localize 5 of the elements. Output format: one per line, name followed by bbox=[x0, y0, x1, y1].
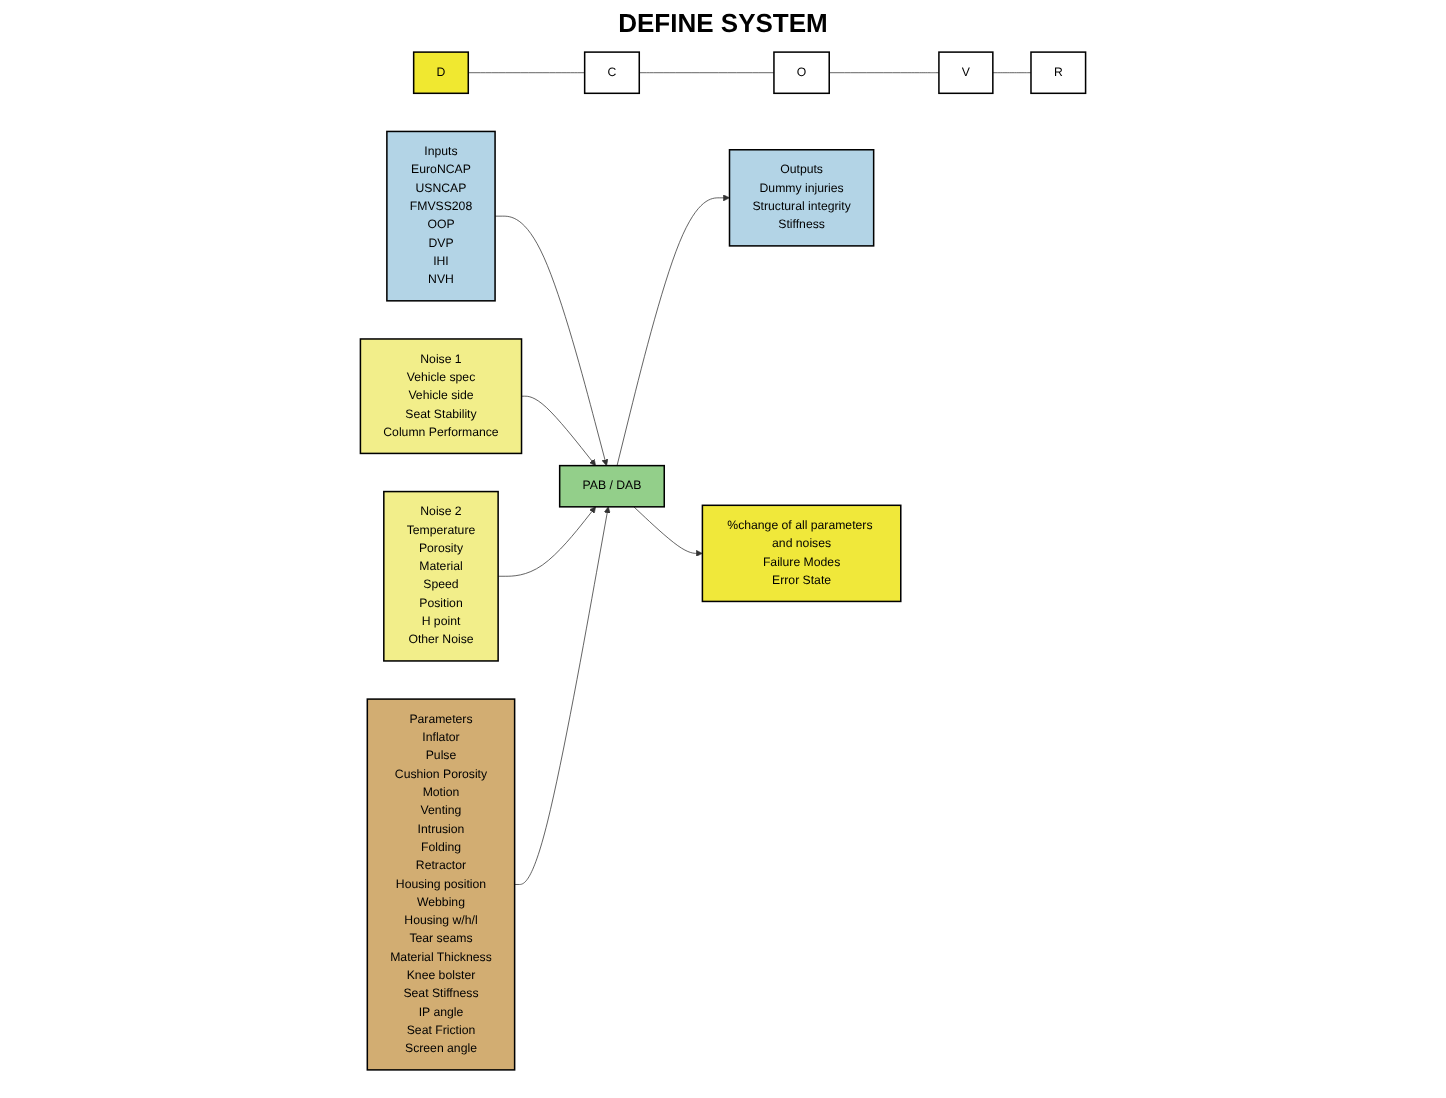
connector bbox=[828, 72, 940, 74]
connector bbox=[992, 72, 1032, 74]
connector bbox=[638, 72, 775, 74]
caption-text: DEFINE SYSTEM bbox=[618, 8, 828, 38]
connector bbox=[467, 72, 586, 74]
